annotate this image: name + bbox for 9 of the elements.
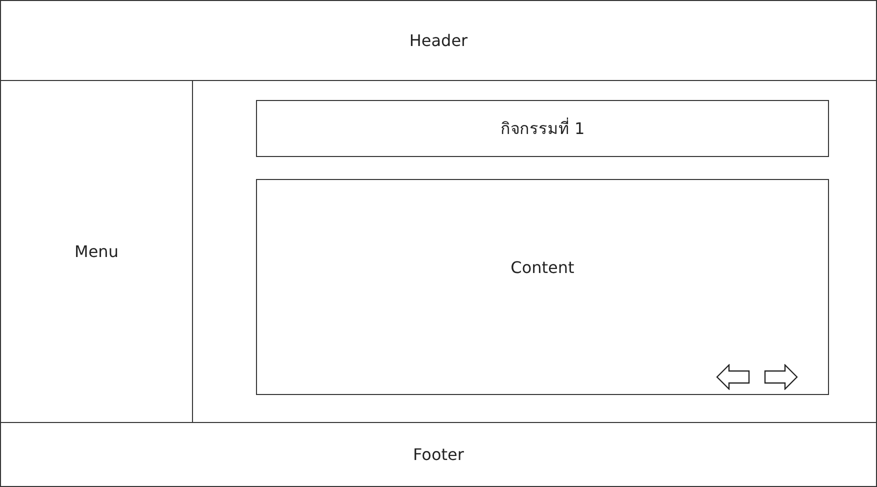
box-label: กิจกรรมที่ 1 bbox=[500, 116, 585, 140]
layout-box bbox=[0, 422, 877, 487]
box-label: Content bbox=[510, 257, 574, 279]
box-label: Menu bbox=[74, 240, 118, 262]
box-label: Footer bbox=[413, 444, 464, 466]
box-label: Header bbox=[409, 30, 468, 52]
layout-box bbox=[256, 100, 829, 157]
layout-box bbox=[0, 0, 877, 81]
layout-box bbox=[256, 179, 829, 395]
